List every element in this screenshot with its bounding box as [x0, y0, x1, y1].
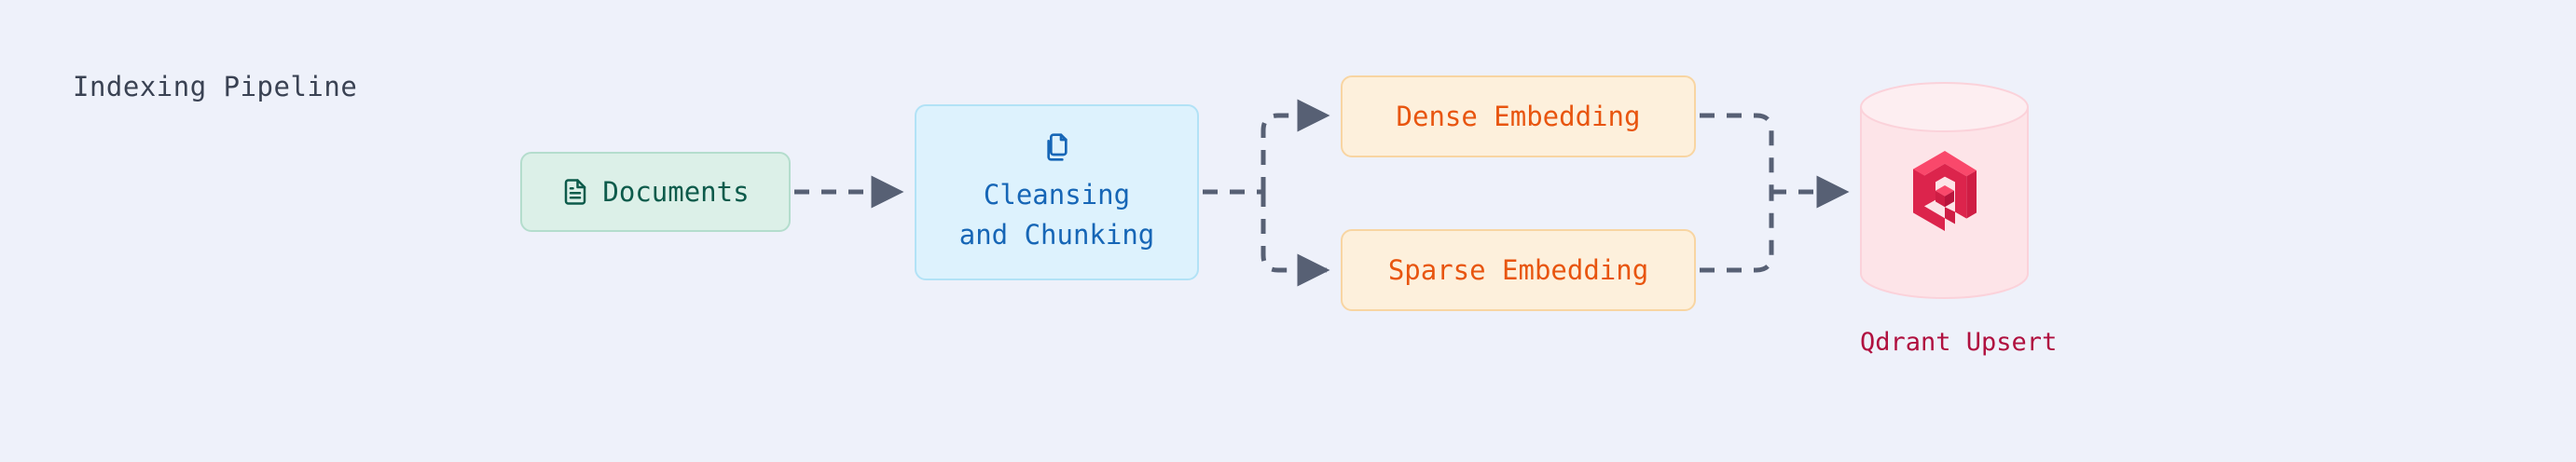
- node-dense-embedding[interactable]: Dense Embedding: [1341, 75, 1696, 157]
- node-cleansing-label-line2: and Chunking: [958, 219, 1155, 251]
- copy-documents-icon: [1042, 132, 1072, 162]
- node-sparse-embedding-label: Sparse Embedding: [1387, 253, 1649, 286]
- file-text-icon: [561, 178, 589, 206]
- node-qdrant-store[interactable]: [1860, 82, 2029, 299]
- edge-dense-merge: [1700, 113, 1774, 192]
- node-sparse-embedding[interactable]: Sparse Embedding: [1341, 229, 1696, 311]
- edge-split-sparse: [1260, 192, 1330, 287]
- diagram-title: Indexing Pipeline: [73, 71, 358, 102]
- node-cleansing[interactable]: Cleansing and Chunking: [915, 104, 1199, 280]
- node-documents-label: Documents: [602, 175, 750, 208]
- node-qdrant-store-label: Qdrant Upsert: [1860, 328, 2058, 357]
- node-cleansing-label-line1: Cleansing: [983, 178, 1131, 211]
- node-documents[interactable]: Documents: [520, 152, 791, 232]
- node-dense-embedding-label: Dense Embedding: [1396, 100, 1641, 132]
- qdrant-logo-icon: [1908, 150, 1981, 231]
- edge-split-dense: [1260, 99, 1330, 192]
- edge-sparse-merge: [1700, 192, 1774, 273]
